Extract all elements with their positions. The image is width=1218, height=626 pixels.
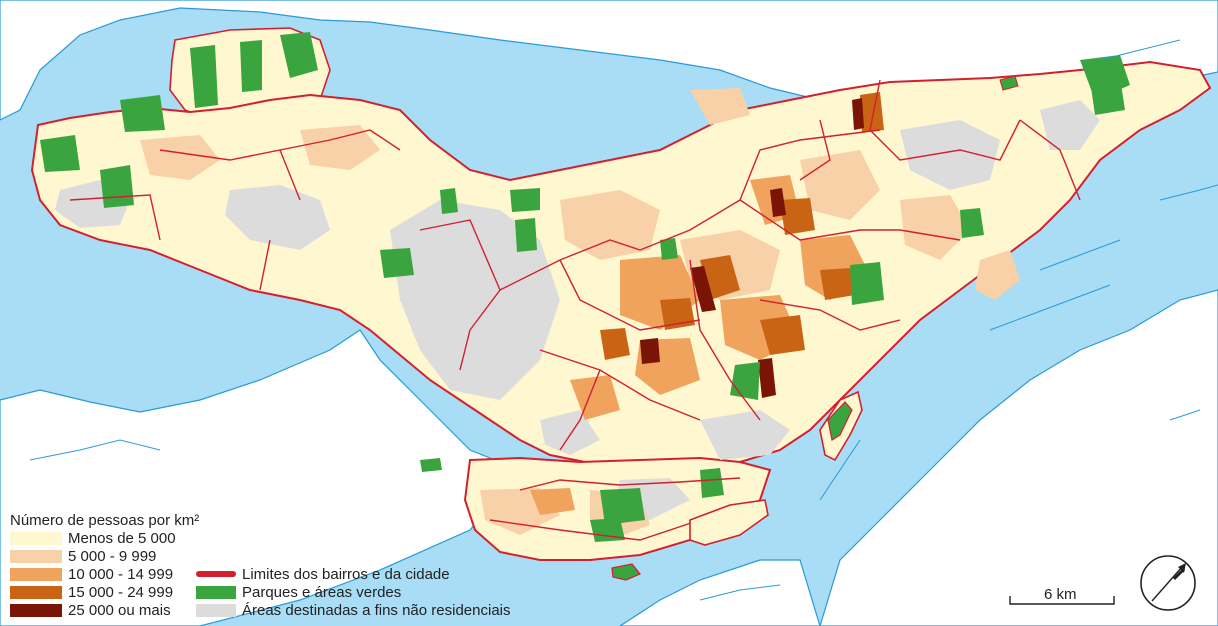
legend-item-density-1: Menos de 5 000	[10, 529, 176, 547]
legend-swatch	[10, 549, 62, 563]
legend-title: Número de pessoas por km²	[10, 512, 200, 529]
legend-swatch	[10, 567, 62, 581]
legend-item-density-4: 15 000 - 24 999	[10, 583, 174, 601]
legend-item-parks: Parques e áreas verdes	[196, 583, 402, 601]
mainland-southeast	[819, 289, 1218, 626]
density-25000-plus	[640, 98, 864, 398]
density-15000-24999	[600, 92, 884, 360]
legend-swatch	[196, 603, 236, 617]
mainland-south	[0, 329, 521, 626]
legend-label: Áreas destinadas a fins não residenciais	[242, 601, 511, 619]
legend-item-nonresidential: Áreas destinadas a fins não residenciais	[196, 601, 511, 619]
legend-swatch	[10, 585, 62, 599]
parks-green-areas	[40, 32, 1130, 542]
legend-swatch	[10, 531, 62, 545]
island-small-south	[611, 563, 641, 581]
island-nuns	[689, 499, 769, 546]
legend-item-density-5: 25 000 ou mais	[10, 601, 171, 619]
scale-bar	[1009, 596, 1115, 605]
legend-label: 5 000 - 9 999	[68, 547, 157, 565]
legend-item-density-2: 5 000 - 9 999	[10, 547, 157, 565]
south-bank	[618, 559, 821, 626]
legend-label: Limites dos bairros e da cidade	[242, 565, 450, 583]
island-small-east	[999, 75, 1019, 91]
scale-bar-label: 6 km	[1044, 586, 1077, 603]
legend-item-density-3: 10 000 - 14 999	[10, 565, 174, 583]
legend-line-swatch	[196, 571, 236, 577]
island-notre-dame	[827, 401, 853, 441]
legend-label: 15 000 - 24 999	[68, 583, 174, 601]
legend-label: Menos de 5 000	[68, 529, 176, 547]
north-arrow-icon	[1138, 553, 1198, 618]
legend-swatch	[196, 585, 236, 599]
legend-item-boundaries: Limites dos bairros e da cidade	[196, 565, 450, 583]
shoreline-lines	[29, 39, 1218, 601]
neighbourhood-boundaries	[69, 79, 1081, 541]
legend-label: 25 000 ou mais	[68, 601, 171, 619]
legend-swatch	[10, 603, 62, 617]
legend-label: 10 000 - 14 999	[68, 565, 174, 583]
legend-label: Parques e áreas verdes	[242, 583, 402, 601]
